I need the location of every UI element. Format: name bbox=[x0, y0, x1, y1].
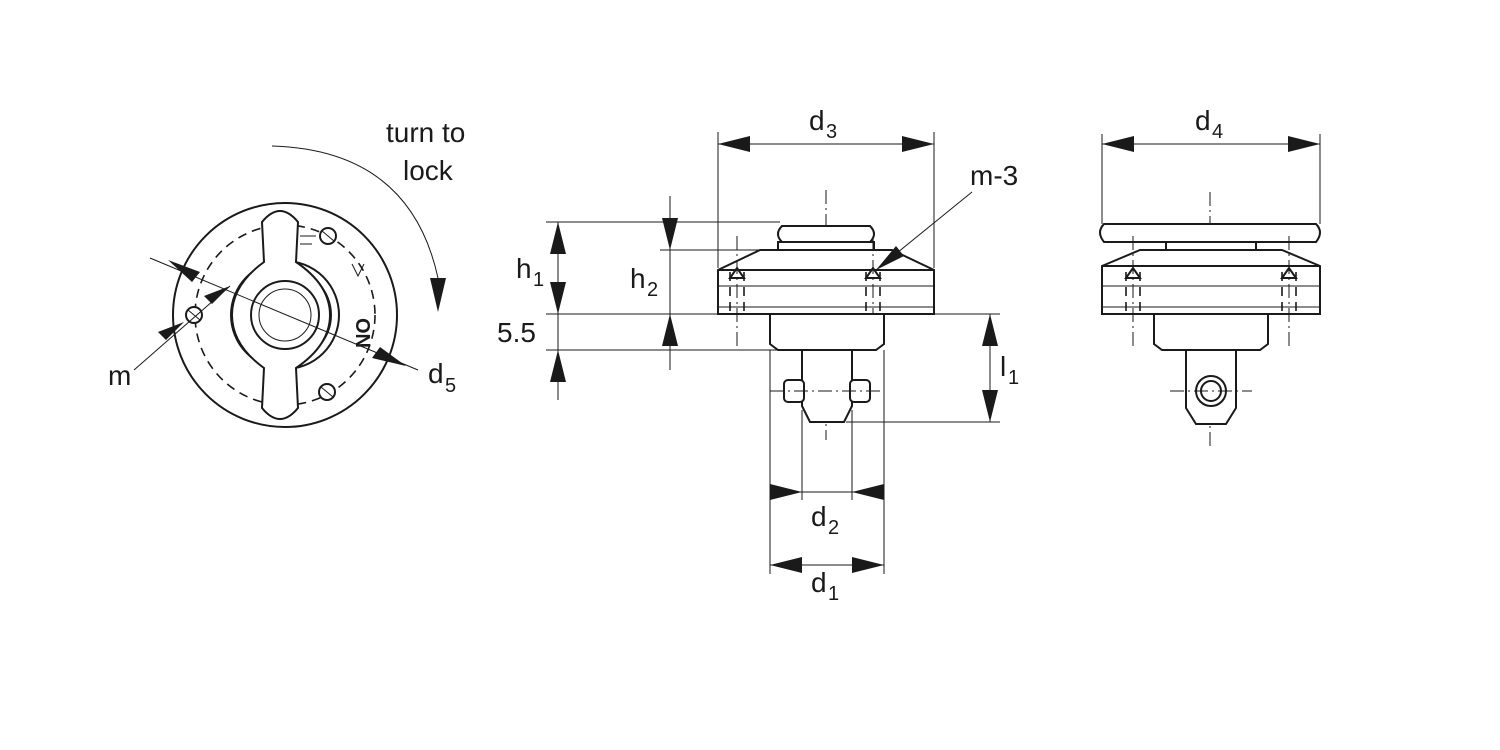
label-d2: d bbox=[811, 501, 827, 532]
rotation-hint-line2: lock bbox=[403, 155, 454, 186]
end-view: d 4 bbox=[1099, 105, 1321, 450]
l1-arrow-top bbox=[982, 314, 998, 346]
label-d4: d bbox=[1195, 105, 1211, 136]
label-l1: l bbox=[1000, 351, 1006, 382]
wing-handle bbox=[230, 210, 332, 420]
d5-arrow-lower bbox=[372, 347, 406, 366]
nut-washer bbox=[777, 241, 875, 251]
hub-bore-front bbox=[250, 280, 320, 350]
top-view: turn to lock ON m d 5 bbox=[108, 117, 465, 428]
h2-arrow-bottom bbox=[662, 314, 678, 346]
d3-arrow-right bbox=[902, 136, 934, 152]
label-d1: d bbox=[811, 567, 827, 598]
label-m: m bbox=[108, 360, 131, 391]
label-d3-sub: 3 bbox=[826, 121, 837, 143]
pin-shaft bbox=[801, 349, 853, 423]
label-h2-sub: 2 bbox=[647, 279, 658, 301]
d2-arrow-right bbox=[852, 484, 884, 500]
label-d1-sub: 1 bbox=[828, 583, 839, 605]
label-d2-sub: 2 bbox=[828, 517, 839, 539]
d3-arrow-left bbox=[718, 136, 750, 152]
h2-arrow-top bbox=[662, 218, 678, 250]
label-d5-sub: 5 bbox=[445, 375, 456, 397]
screw-slot-bottom bbox=[320, 386, 334, 398]
d5-arrow-upper bbox=[168, 260, 200, 282]
d4-arrow-left bbox=[1102, 136, 1134, 152]
label-l1-sub: 1 bbox=[1008, 367, 1019, 389]
label-m3: m-3 bbox=[970, 160, 1018, 191]
flange-body bbox=[717, 249, 935, 315]
hub-inner bbox=[258, 288, 312, 342]
label-5-5: 5.5 bbox=[497, 317, 536, 348]
lock-marking-text: ON bbox=[351, 318, 373, 348]
end-wing-handle bbox=[1099, 223, 1321, 243]
lock-indicator-mark bbox=[300, 235, 365, 278]
collar bbox=[769, 313, 885, 351]
d2-arrow-left bbox=[770, 484, 802, 500]
label-d4-sub: 4 bbox=[1212, 121, 1223, 143]
h1-arrow-top bbox=[550, 222, 566, 254]
side-view: d 3 m-3 h 1 h 2 5.5 l 1 bbox=[497, 105, 1019, 605]
label-d3: d bbox=[809, 105, 825, 136]
label-h1: h bbox=[516, 253, 532, 284]
m-arrow-lower bbox=[158, 322, 184, 340]
d1-arrow-right bbox=[852, 557, 884, 573]
end-pin bbox=[1185, 349, 1237, 425]
end-flange-body bbox=[1101, 249, 1321, 315]
rotation-arrow bbox=[271, 145, 439, 279]
d1-arrow-left bbox=[770, 557, 802, 573]
rotation-arrow-head bbox=[430, 278, 446, 312]
label-h1-sub: 1 bbox=[533, 269, 544, 291]
d4-arrow-right bbox=[1288, 136, 1320, 152]
m3-arrow bbox=[876, 246, 904, 270]
dim55-arrow bbox=[550, 350, 566, 382]
wing-nut-top bbox=[777, 225, 875, 243]
flange-outer-circle bbox=[172, 202, 398, 428]
label-h2: h bbox=[630, 263, 646, 294]
screw-slot-top bbox=[321, 230, 335, 242]
rotation-hint-line1: turn to bbox=[386, 117, 465, 148]
end-collar bbox=[1153, 313, 1269, 351]
l1-arrow-bottom bbox=[982, 390, 998, 422]
m-arrow-upper bbox=[204, 286, 230, 304]
h1-arrow-bottom bbox=[550, 282, 566, 314]
screw-slot-left bbox=[187, 309, 201, 321]
label-d5: d bbox=[428, 358, 444, 389]
end-nut bbox=[1165, 241, 1257, 251]
